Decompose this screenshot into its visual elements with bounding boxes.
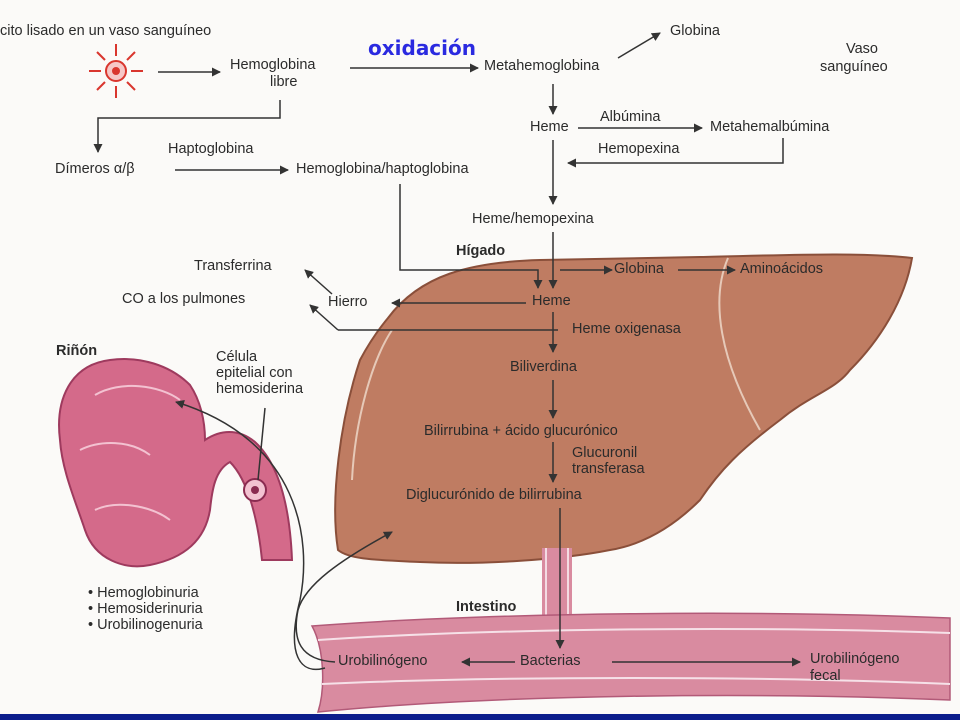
label-haptoglobina: Haptoglobina — [168, 141, 254, 157]
label-hb-haptoglobina: Hemoglobina/haptoglobina — [296, 161, 469, 177]
list-item: Urobilinogenuria — [88, 617, 203, 633]
label-co-pulmones: CO a los pulmones — [122, 291, 246, 307]
label-glucuronil: Glucuronil — [572, 445, 638, 461]
label-hierro: Hierro — [328, 294, 368, 310]
list-item: Hemosiderinuria — [88, 601, 203, 617]
label-bilirrubina: Bilirrubina + ácido glucurónico — [424, 423, 618, 439]
page-title: oxidación — [368, 36, 476, 60]
kidney-contour-1 — [94, 384, 181, 401]
intestine-lumen-line-top — [317, 627, 951, 641]
arrow-hb-to-dimeros — [93, 100, 281, 153]
label-sanguineo: sanguíneo — [820, 59, 888, 75]
arrow-co-tip — [309, 304, 339, 331]
label-vaso: Vaso — [846, 41, 878, 57]
pointer-celula-to-cell — [257, 407, 266, 481]
kidney-shape — [58, 358, 294, 568]
arrow-urobilinogeno-to-kidney — [175, 400, 326, 670]
label-heme-hemopexina: Heme/hemopexina — [472, 211, 594, 227]
label-heme-liver: Heme — [532, 293, 571, 309]
list-item: Hemoglobinuria — [88, 585, 203, 601]
label-libre: libre — [270, 74, 298, 90]
arrow-metahb-to-globina — [617, 32, 661, 59]
arrow-hemopexina-return — [567, 138, 784, 168]
label-hemosiderina: hemosiderina — [216, 381, 304, 397]
label-celula: Célula — [216, 349, 258, 365]
label-hemoglobina-libre: Hemoglobina — [230, 57, 316, 73]
lysed-erythrocyte-icon — [89, 44, 143, 98]
label-bacterias: Bacterias — [520, 653, 581, 669]
epithelial-cell-nucleus-icon — [251, 486, 259, 494]
label-epitelial: epitelial con — [216, 365, 293, 381]
label-biliverdina: Biliverdina — [510, 359, 577, 375]
label-urobilinogeno: Urobilinógeno — [338, 653, 428, 669]
label-intestino: Intestino — [456, 599, 517, 615]
kidney-contour-2 — [79, 442, 151, 456]
label-dimeros: Dímeros α/β — [55, 161, 135, 177]
label-transferasa: transferasa — [572, 461, 645, 477]
bottom-accent-bar — [0, 714, 960, 720]
label-urobilinogeno-fecal: Urobilinógeno — [810, 651, 900, 667]
label-aminoacidos: Aminoácidos — [740, 261, 824, 277]
label-globina-top: Globina — [670, 23, 720, 39]
label-heme-top: Heme — [530, 119, 569, 135]
arrow-group — [93, 32, 801, 670]
label-globina-liver: Globina — [614, 261, 664, 277]
liver-lobe-line — [718, 257, 761, 431]
label-higado: Hígado — [456, 243, 506, 259]
label-transferrina: Transferrina — [194, 258, 272, 274]
label-heme-oxigenasa: Heme oxigenasa — [572, 321, 681, 337]
label-eritrocito: cito lisado en un vaso sanguíneo — [0, 23, 212, 39]
kidney-findings-list: Hemoglobinuria Hemosiderinuria Urobilino… — [88, 585, 203, 633]
lysed-erythrocyte-core — [112, 67, 120, 75]
kidney-contour-3 — [94, 503, 171, 521]
label-fecal: fecal — [810, 668, 841, 684]
label-diglucuronido: Diglucurónido de bilirrubina — [406, 487, 582, 503]
label-hemopexina: Hemopexina — [598, 141, 680, 157]
liver-shape — [334, 253, 914, 564]
label-metahemoglobina: Metahemoglobina — [484, 58, 600, 74]
arrow-hierro-to-transferrina — [304, 269, 333, 295]
intestine-lumen-line-bottom — [321, 677, 951, 685]
label-metahemalbumina: Metahemalbúmina — [710, 119, 830, 135]
label-albumina: Albúmina — [600, 109, 661, 125]
arrow-hbhapto-to-liver — [399, 184, 543, 289]
label-rinon: Riñón — [56, 343, 98, 359]
liver-edge-highlight — [351, 329, 393, 481]
